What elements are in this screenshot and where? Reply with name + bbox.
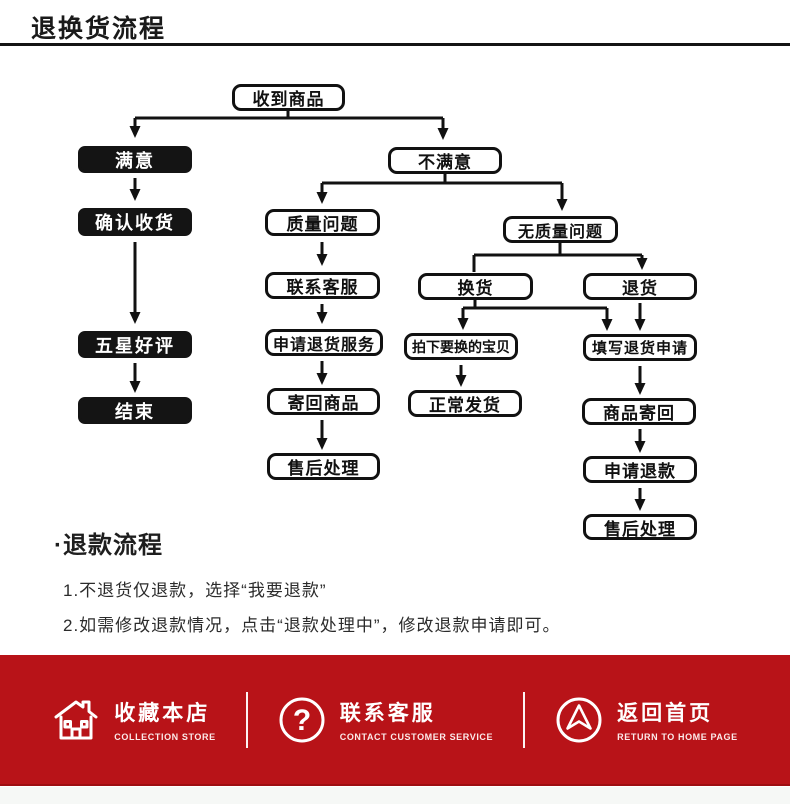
- flow-node-quality-problem: 质量问题: [265, 209, 380, 236]
- contact-service-link[interactable]: ? 联系客服 CONTACT CUSTOMER SERVICE: [278, 696, 493, 744]
- refund-instruction-1: 1.不退货仅退款，选择“我要退款”: [63, 581, 327, 600]
- collect-store-sublabel: COLLECTION STORE: [114, 732, 216, 742]
- return-home-label: 返回首页: [617, 702, 714, 725]
- flow-node-contact-service: 联系客服: [265, 272, 380, 299]
- flow-node-goods-sent-back: 商品寄回: [582, 398, 696, 425]
- flow-node-unsatisfied: 不满意: [388, 147, 502, 174]
- return-arrow-icon: [556, 697, 602, 742]
- flow-node-five-star-review: 五星好评: [78, 331, 192, 358]
- house-icon: [54, 700, 98, 739]
- question-icon: ?: [279, 697, 325, 742]
- flow-node-no-quality-problem: 无质量问题: [503, 216, 618, 243]
- collect-store-label: 收藏本店: [114, 702, 211, 725]
- svg-text:?: ?: [293, 704, 311, 737]
- refund-section-heading: ·退款流程: [54, 532, 163, 559]
- footer-banner: 收藏本店 COLLECTION STORE ? 联系客服 CONTACT CUS…: [0, 655, 790, 786]
- flow-node-send-back-goods: 寄回商品: [267, 388, 380, 415]
- collect-store-link[interactable]: 收藏本店 COLLECTION STORE: [52, 696, 215, 744]
- return-home-link[interactable]: 返回首页 RETURN TO HOME PAGE: [555, 696, 738, 744]
- flow-node-apply-refund: 申请退款: [583, 456, 697, 483]
- flow-node-end: 结束: [78, 397, 192, 424]
- flow-node-exchange: 换货: [418, 273, 533, 300]
- refund-instruction-2: 2.如需修改退款情况，点击“退款处理中”，修改退款申请即可。: [63, 616, 561, 635]
- bottom-strip: [0, 787, 790, 804]
- flow-node-normal-shipping: 正常发货: [408, 390, 522, 417]
- return-home-sublabel: RETURN TO HOME PAGE: [617, 732, 738, 742]
- return-exchange-flowchart: 收到商品 满意 不满意 确认收货 质量问题 无质量问题 联系客服 换货 退货 五…: [0, 50, 790, 555]
- footer-divider: [245, 691, 248, 748]
- flow-node-order-replacement: 拍下要换的宝贝: [404, 333, 518, 360]
- flow-node-confirm-receipt: 确认收货: [78, 208, 192, 236]
- page-title: 退换货流程: [31, 15, 167, 43]
- contact-service-label: 联系客服: [339, 702, 436, 725]
- contact-service-sublabel: CONTACT CUSTOMER SERVICE: [339, 732, 494, 742]
- footer-divider: [523, 691, 526, 748]
- flow-node-apply-return-service: 申请退货服务: [265, 329, 383, 356]
- flow-node-after-sales-mid: 售后处理: [267, 453, 380, 480]
- flow-node-after-sales-right: 售后处理: [583, 514, 697, 540]
- flow-node-return: 退货: [583, 273, 697, 300]
- flow-node-satisfied: 满意: [78, 146, 192, 173]
- flow-node-fill-return-request: 填写退货申请: [583, 334, 697, 361]
- flow-node-received: 收到商品: [232, 84, 345, 111]
- header-divider: [0, 43, 790, 46]
